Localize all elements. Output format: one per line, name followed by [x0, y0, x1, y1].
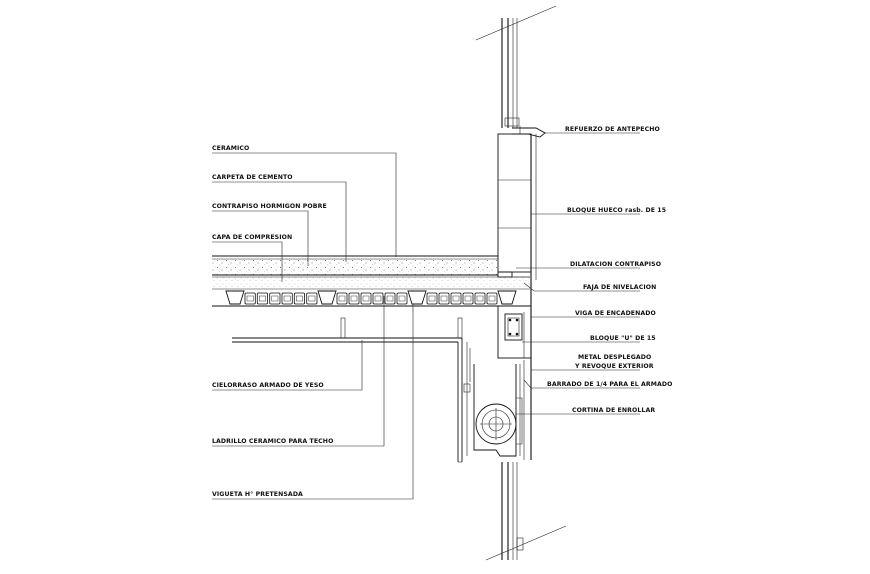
label-bloque-u: BLOQUE "U" DE 15: [590, 335, 656, 342]
rolling-shutter-box: [473, 360, 525, 460]
brick-cavity: [386, 295, 394, 302]
brick-cavity: [452, 295, 460, 302]
ceramic-brick: [336, 292, 348, 305]
ceramic-brick: [348, 292, 360, 305]
brick-cavity: [476, 295, 484, 302]
brick-cavity: [398, 295, 406, 302]
sill-reinforcement: [512, 126, 546, 138]
ceramic-brick: [281, 292, 293, 305]
ceramic-brick: [450, 292, 462, 305]
brick-cavity: [362, 295, 370, 302]
ceramic-brick: [293, 292, 305, 305]
parapet-block-wall: [497, 133, 537, 460]
label-capa-compresion: CAPA DE COMPRESION: [212, 234, 292, 241]
label-metal-1: METAL DESPLEGADO: [578, 354, 651, 361]
ceramic-brick: [372, 292, 384, 305]
label-bloque-hueco: BLOQUE HUECO rasb. DE 15: [567, 207, 666, 214]
label-metal-2: Y REVOQUE EXTERIOR: [574, 363, 654, 370]
ceramic-brick: [462, 292, 474, 305]
label-faja: FAJA DE NIVELACION: [583, 284, 656, 291]
ceramic-brick: [396, 292, 408, 305]
floor-build-up: [212, 255, 530, 290]
brick-cavity: [350, 295, 358, 302]
label-cielorraso: CIELORRASO ARMADO DE YESO: [212, 382, 324, 389]
ceramic-bricks-row: [244, 292, 498, 305]
label-barrado: BARRADO DE 1/4 PARA EL ARMADO: [547, 381, 673, 388]
brick-cavity: [440, 295, 448, 302]
label-refuerzo: REFUERZO DE ANTEPECHO: [565, 126, 660, 133]
ceramic-brick: [486, 292, 498, 305]
label-viga: VIGA DE ENCADENADO: [575, 310, 656, 317]
label-contrapiso: CONTRAPISO HORMIGON POBRE: [212, 203, 327, 210]
brick-cavity: [374, 295, 382, 302]
brick-cavity: [259, 295, 266, 302]
ceiling-hangers: [340, 317, 463, 339]
label-ladrillo: LADRILLO CERAMICO PARA TECHO: [212, 438, 333, 445]
brick-cavity: [428, 295, 436, 302]
ceramic-brick: [438, 292, 450, 305]
lower-window-frame: [485, 462, 567, 561]
label-cortina: CORTINA DE ENROLLAR: [572, 407, 655, 414]
ceramic-brick: [306, 292, 318, 305]
brick-cavity: [246, 295, 254, 302]
ceramic-brick: [384, 292, 396, 305]
label-ceramico: CERAMICO: [212, 145, 249, 152]
ceramic-brick: [256, 292, 268, 305]
tie-beam-u-block: [497, 305, 532, 359]
label-vigueta: VIGUETA H° PRETENSADA: [212, 490, 303, 498]
right-leaders: [516, 132, 640, 415]
left-leaders: [212, 152, 414, 500]
label-dilatacion: DILATACION CONTRAPISO: [570, 261, 661, 268]
gypsum-ceiling: [232, 337, 471, 463]
pretensioned-joists: [212, 290, 530, 307]
brick-cavity: [488, 295, 496, 302]
ceramic-brick: [269, 292, 281, 305]
brick-cavity: [296, 295, 303, 302]
label-carpeta: CARPETA DE CEMENTO: [212, 174, 293, 181]
ceramic-brick: [244, 292, 256, 305]
brick-cavity: [338, 295, 346, 302]
ceramic-brick: [474, 292, 486, 305]
brick-cavity: [283, 295, 291, 302]
ceramic-brick: [426, 292, 438, 305]
annotation-labels: CERAMICO CARPETA DE CEMENTO CONTRAPISO H…: [212, 126, 673, 498]
ceramic-brick: [360, 292, 372, 305]
brick-cavity: [464, 295, 472, 302]
upper-window-frame: [475, 5, 557, 128]
brick-cavity: [308, 295, 316, 302]
brick-cavity: [271, 295, 279, 302]
